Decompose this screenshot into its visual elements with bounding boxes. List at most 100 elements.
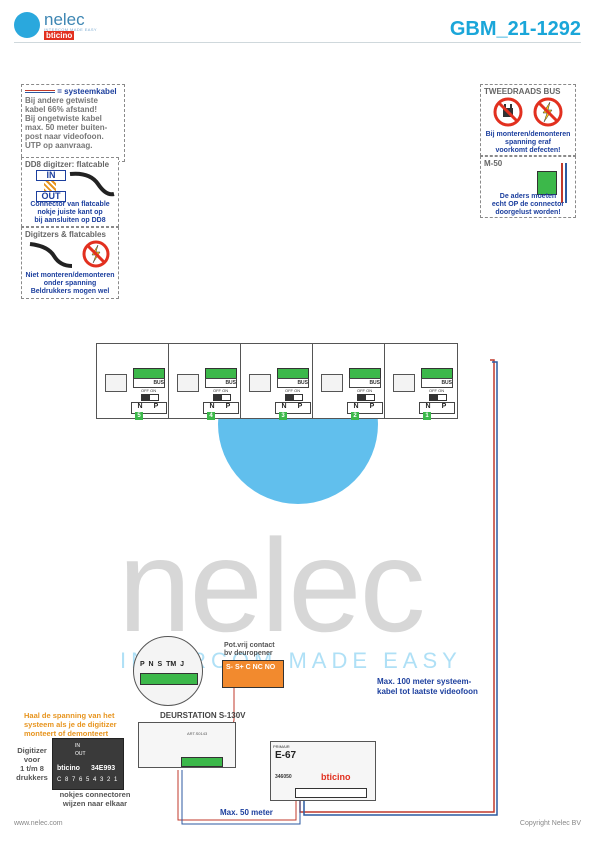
e67-code: 346050: [275, 774, 292, 780]
no-voltage-icon: [533, 97, 563, 127]
m50-connector-icon: [537, 171, 557, 195]
digitizer-pins: C 8 7 6 5 4 3 2 1: [57, 777, 119, 783]
digitizer-out: OUT: [75, 751, 86, 757]
unit-number: 4: [207, 412, 215, 420]
note-tweedraads-bus: TWEEDRAADS BUS Bij monteren/demonteren s…: [480, 84, 576, 156]
max-100-label: Max. 100 meter systeem- kabel tot laatst…: [377, 677, 478, 696]
brand-tagline: INTERCOM MADE EASY: [44, 27, 97, 32]
e67-unit: PRIMAIR E-67 346050 bticino: [270, 741, 376, 801]
termination-switch: [285, 394, 303, 401]
bticino-logo: bticino: [44, 31, 75, 40]
max-50-label: Max. 50 meter: [220, 808, 273, 817]
p-label: P: [153, 403, 159, 410]
digitizer-code: 34E993: [91, 765, 116, 772]
systeemkabel-legend: = systeemkabel: [25, 87, 121, 96]
p-label: P: [297, 403, 303, 410]
systeemkabel-line-3: Bij ongetwiste kabel: [25, 114, 102, 123]
no-plug-icon: [493, 97, 523, 127]
footer-website: www.nelec.com: [14, 820, 63, 827]
monitor-icon: [177, 374, 199, 392]
n-label: N: [425, 403, 431, 410]
deurstation-unit: ART.S0143: [138, 722, 236, 768]
no-voltage-icon: [82, 240, 110, 268]
n-label: N: [209, 403, 215, 410]
monitor-icon: [105, 374, 127, 392]
deurstation-label: DEURSTATION S-130V: [160, 711, 246, 720]
nelec-logo-icon: [14, 12, 40, 38]
flatcable-icon: [69, 171, 115, 197]
termination-switch: [429, 394, 447, 401]
bus-label: BUS: [349, 378, 381, 388]
note-systeemkabel: = systeemkabel Bij andere getwiste kabel…: [21, 84, 125, 162]
dd8-title: DD8 digitzer: flatcable: [25, 160, 110, 169]
dd8-caption: Connector van flatcable nokje juiste kan…: [30, 201, 110, 224]
digitizers-title: Digitzers & flatcables: [25, 230, 106, 239]
unit-number: 1: [423, 412, 431, 420]
m50-caption: De aders moeten echt OP de connector doo…: [491, 193, 565, 216]
monitor-icon: [249, 374, 271, 392]
p-label: P: [225, 403, 231, 410]
watermark-text: nelec: [118, 512, 426, 659]
contact-terminal-labels: S- S+ C NC NO: [226, 664, 276, 671]
digitizer-brand: bticino: [57, 765, 80, 772]
digitizer-warning: Haal de spanning van het systeem als je …: [24, 711, 117, 738]
tweedraads-caption: Bij monteren/demonteren spanning eraf vo…: [485, 131, 571, 154]
digitizer-module: IN OUT bticino 34E993 C 8 7 6 5 4 3 2 1: [52, 738, 124, 790]
off-on-label: OFF ON: [213, 388, 229, 393]
p-label: P: [369, 403, 375, 410]
unit-number: 2: [351, 412, 359, 420]
header-divider: [14, 42, 581, 43]
keypad-terminals: [140, 673, 198, 685]
bus-label: BUS: [421, 378, 453, 388]
termination-switch: [357, 394, 375, 401]
dd8-in-label: IN: [36, 170, 66, 181]
flatcable-icon: [29, 242, 73, 268]
off-on-label: OFF ON: [285, 388, 301, 393]
off-on-label: OFF ON: [429, 388, 445, 393]
brand-name: nelec: [44, 10, 85, 29]
termination-switch: [213, 394, 231, 401]
monitor-icon: [321, 374, 343, 392]
tweedraads-title: TWEEDRAADS BUS: [484, 87, 561, 96]
termination-switch: [141, 394, 159, 401]
e67-brand: bticino: [321, 772, 351, 782]
off-on-label: OFF ON: [141, 388, 157, 393]
contact-terminal-block: S- S+ C NC NO: [222, 660, 284, 688]
note-dd8: DD8 digitzer: flatcable IN OUT Connector…: [21, 157, 119, 227]
digitizer-label: Digitizer voor 1 t/m 8 drukkers: [16, 746, 48, 782]
note-m50: M-50 De aders moeten echt OP de connecto…: [480, 156, 576, 218]
digitizers-caption: Niet monteren/demonteren onder spanning …: [25, 272, 115, 295]
m50-wire-blue: [565, 163, 567, 203]
systeemkabel-line-1: Bij andere getwiste: [25, 96, 98, 105]
note-digitizers: Digitzers & flatcables Niet monteren/dem…: [21, 227, 119, 299]
m50-wire-red: [561, 163, 563, 203]
nokjes-label: nokjes connectoren wijzen naar elkaar: [59, 790, 131, 808]
dd8-out-label: OUT: [36, 191, 66, 202]
digitizer-in: IN: [75, 743, 80, 749]
systeemkabel-line-2: kabel 66% afstand!: [25, 105, 98, 114]
m50-title: M-50: [484, 159, 503, 168]
monitor-icon: [393, 374, 415, 392]
bus-label: BUS: [277, 378, 309, 388]
e67-top-label: PRIMAIR: [273, 744, 290, 749]
bus-label: BUS: [133, 378, 165, 388]
unit-number: 3: [279, 412, 287, 420]
keypad-labels: P N S TM J: [140, 661, 185, 668]
e67-title: E-67: [275, 750, 297, 761]
document-code: GBM_21-1292: [449, 18, 581, 40]
bus-label: BUS: [205, 378, 237, 388]
dd8-connector-icon: [44, 181, 56, 191]
p-label: P: [441, 403, 447, 410]
systeemkabel-line-6: UTP op aanvraag.: [25, 141, 93, 150]
